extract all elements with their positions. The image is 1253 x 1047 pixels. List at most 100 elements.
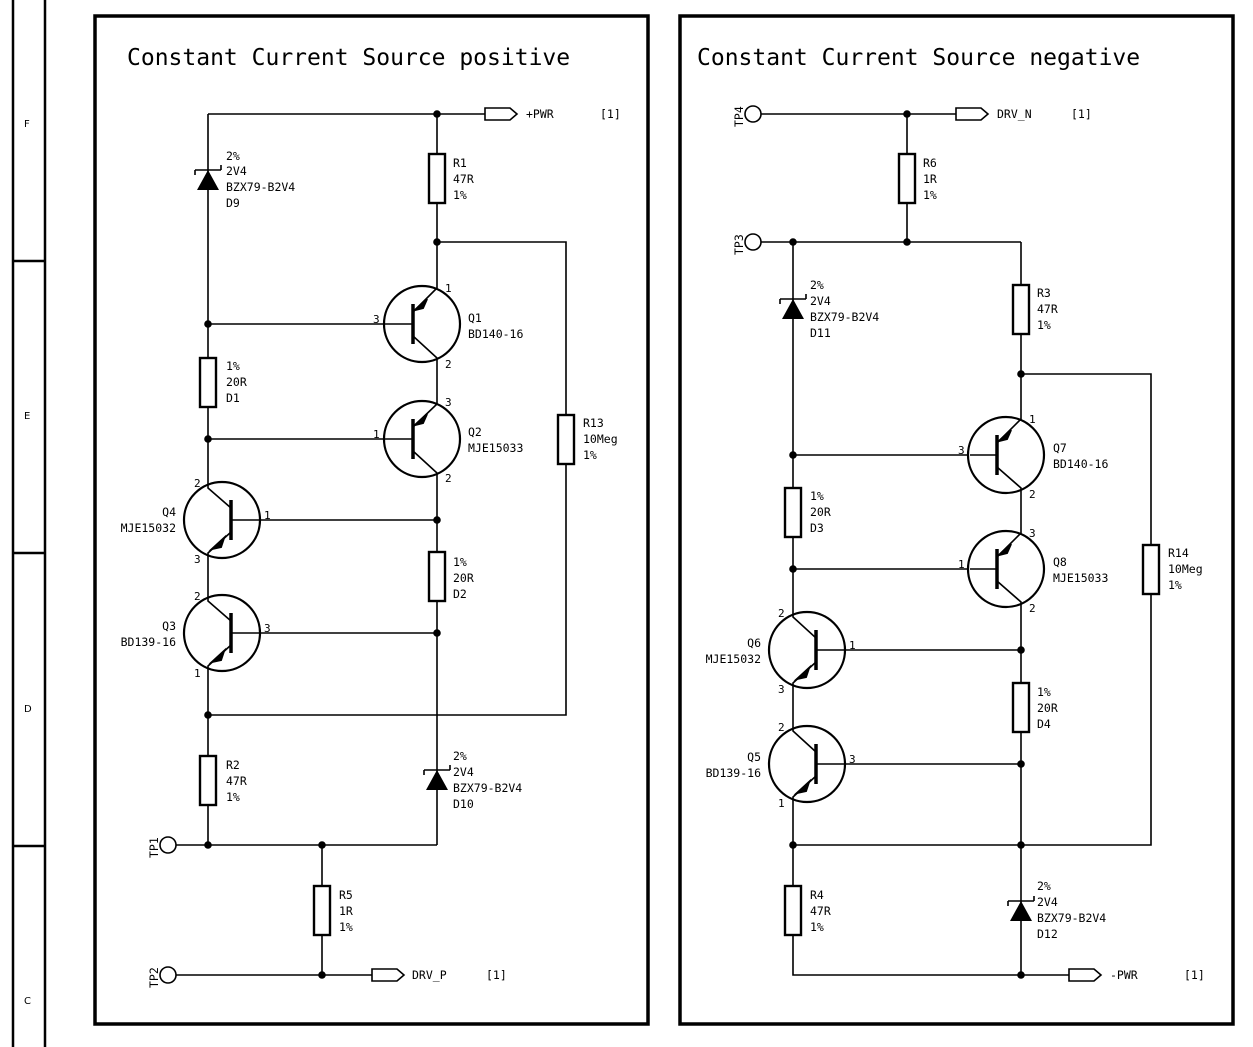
negative-sheet: Constant Current Source negative: [678, 14, 1235, 1026]
zener-diode-d9: 2% 2V4 BZX79-B2V4 D9: [194, 149, 295, 210]
part-tolerance: 1%: [923, 188, 937, 202]
positive-frame: [93, 14, 650, 1026]
zener-diode-d10: 2% 2V4 BZX79-B2V4 D10: [423, 749, 522, 811]
pin-number: 3: [1029, 527, 1036, 540]
part-tolerance: 1%: [453, 555, 467, 569]
zone-label-c: C: [24, 996, 31, 1007]
part-number: BD140-16: [1053, 457, 1108, 471]
pin-number: 2: [445, 358, 452, 371]
net-label-drv-n: DRV_N [1]: [955, 107, 1092, 121]
part-number: BD139-16: [121, 635, 176, 649]
negative-frame: [678, 14, 1235, 1026]
part-tolerance: 2%: [226, 149, 240, 163]
part-value: 20R: [453, 571, 474, 585]
part-number: BZX79-B2V4: [1037, 911, 1106, 925]
part-value: 2V4: [1037, 895, 1058, 909]
resistor-r5: R5 1R 1%: [312, 884, 353, 937]
part-reference: D1: [226, 391, 240, 405]
part-value: 20R: [1037, 701, 1058, 715]
part-reference: D3: [810, 521, 824, 535]
pin-number: 3: [958, 444, 965, 457]
part-tolerance: 1%: [810, 489, 824, 503]
net-name: DRV_N: [997, 107, 1032, 121]
pin-number: 2: [1029, 602, 1036, 615]
positive-title: Constant Current Source positive: [127, 45, 570, 71]
part-number: BD140-16: [468, 327, 523, 341]
pin-number: 1: [373, 428, 380, 441]
resistor-d3: 1% 20R D3: [783, 486, 831, 539]
part-reference: Q1: [468, 311, 482, 325]
zener-diode-d12: 2% 2V4 BZX79-B2V4 D12: [1007, 879, 1106, 941]
pin-number: 3: [778, 683, 785, 696]
part-reference: D10: [453, 797, 474, 811]
pin-number: 3: [194, 553, 201, 566]
part-value: 20R: [810, 505, 831, 519]
part-number: MJE15033: [1053, 571, 1108, 585]
part-value: 20R: [226, 375, 247, 389]
transistor-q3: 2 3 1 Q3 BD139-16: [121, 590, 271, 680]
transistor-q2: 3 1 2 Q2 MJE15033: [373, 396, 523, 485]
part-tolerance: 1%: [226, 790, 240, 804]
part-tolerance: 1%: [226, 359, 240, 373]
testpoint-tp4: TP4: [732, 105, 762, 127]
resistor-d1: 1% 20R D1: [198, 356, 247, 409]
transistor-q1: 1 3 2 Q1 BD140-16: [373, 280, 523, 371]
part-tolerance: 2%: [810, 278, 824, 292]
part-reference: Q5: [747, 750, 761, 764]
pin-number: 1: [849, 639, 856, 652]
part-reference: Q8: [1053, 555, 1067, 569]
sheet-ref: [1]: [486, 968, 507, 982]
pin-number: 2: [1029, 488, 1036, 501]
part-value: 47R: [810, 904, 831, 918]
transistor-q6: 2 1 3 Q6 MJE15032: [706, 607, 856, 696]
testpoint-tp3: TP3: [732, 233, 762, 255]
net-label-pos-pwr: +PWR [1]: [484, 107, 621, 121]
part-value: 2V4: [810, 294, 831, 308]
net-name: -PWR: [1110, 968, 1138, 982]
resistor-d4: 1% 20R D4: [1011, 681, 1058, 734]
part-tolerance: 1%: [1037, 685, 1051, 699]
pin-number: 1: [445, 282, 452, 295]
part-reference: R1: [453, 156, 467, 170]
part-number: MJE15032: [706, 652, 761, 666]
part-tolerance: 1%: [453, 188, 467, 202]
resistor-r13: R13 10Meg 1%: [556, 413, 618, 466]
part-value: 2V4: [226, 164, 247, 178]
testpoint-label: TP3: [732, 234, 746, 255]
testpoint-tp1: TP1: [147, 836, 177, 858]
part-number: BZX79-B2V4: [453, 781, 522, 795]
testpoint-label: TP2: [147, 967, 161, 988]
part-tolerance: 1%: [583, 448, 597, 462]
net-label-drv-p: DRV_P [1]: [371, 968, 507, 982]
part-number: BZX79-B2V4: [226, 180, 295, 194]
positive-junctions: [204, 110, 441, 979]
part-reference: Q2: [468, 425, 482, 439]
positive-sheet: Constant Current Source positive: [93, 14, 650, 1026]
pin-number: 1: [264, 509, 271, 522]
testpoint-label: TP4: [732, 106, 746, 127]
resistor-d2: 1% 20R D2: [427, 550, 474, 603]
part-reference: Q6: [747, 636, 761, 650]
part-number: MJE15032: [121, 521, 176, 535]
sheet-ref: [1]: [600, 107, 621, 121]
part-number: BZX79-B2V4: [810, 310, 879, 324]
zener-diode-d11: 2% 2V4 BZX79-B2V4 D11: [779, 278, 879, 340]
part-value: 2V4: [453, 765, 474, 779]
part-tolerance: 1%: [810, 920, 824, 934]
negative-junctions: [789, 110, 1025, 979]
part-value: 47R: [1037, 302, 1058, 316]
part-reference: D9: [226, 196, 240, 210]
part-value: 1R: [923, 172, 937, 186]
part-reference: D12: [1037, 927, 1058, 941]
part-tolerance: 2%: [1037, 879, 1051, 893]
net-name: DRV_P: [412, 968, 447, 982]
part-reference: R4: [810, 888, 824, 902]
pin-number: 1: [778, 797, 785, 810]
part-value: 1R: [339, 904, 353, 918]
part-reference: Q3: [162, 619, 176, 633]
zone-label-f: F: [24, 119, 30, 130]
zone-label-e: E: [24, 411, 30, 422]
part-tolerance: 1%: [1037, 318, 1051, 332]
pin-number: 1: [958, 558, 965, 571]
